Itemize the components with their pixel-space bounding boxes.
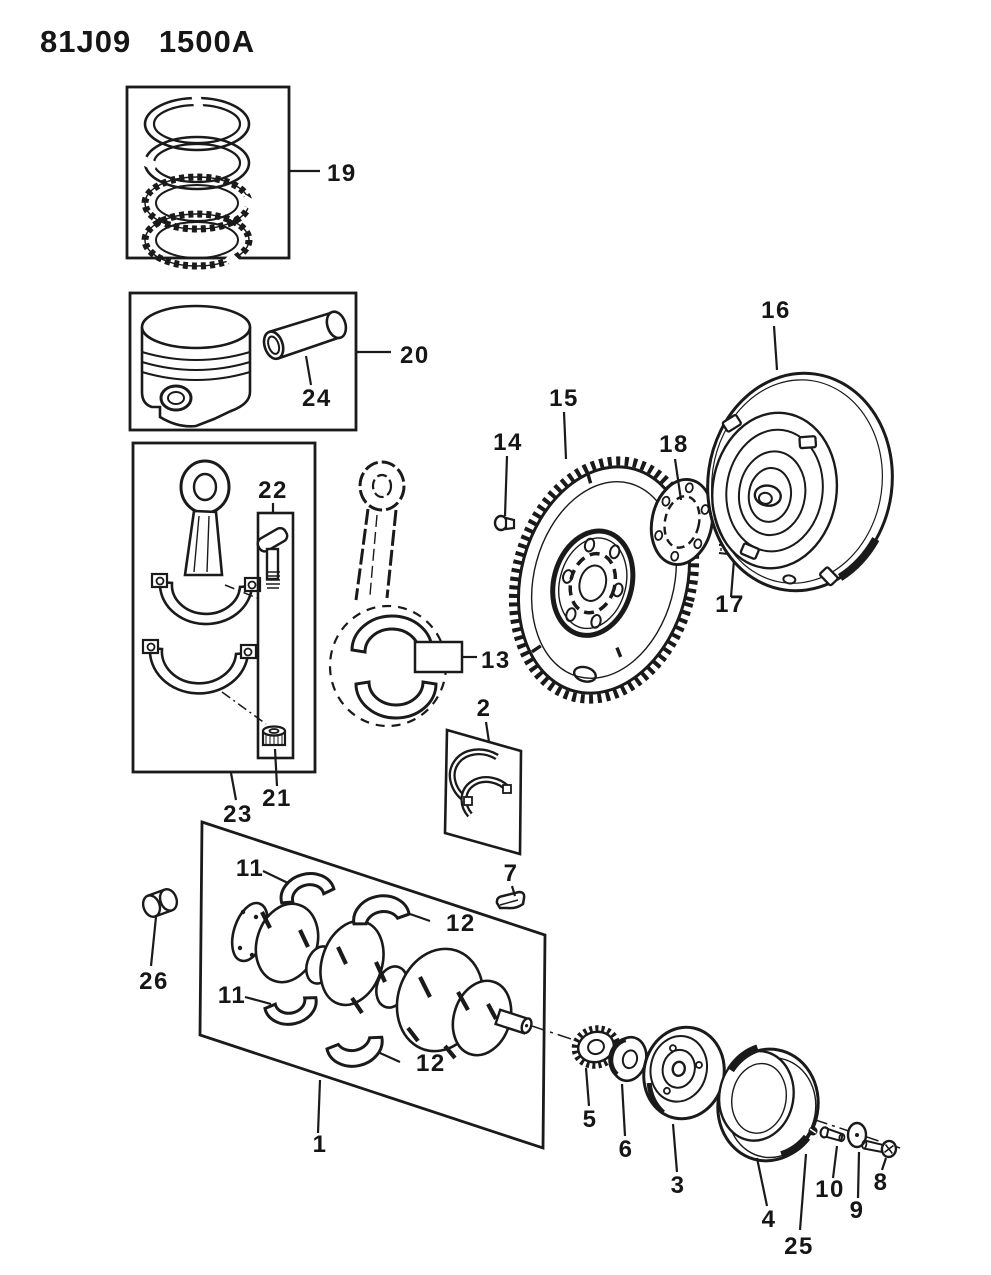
callout-26: 26 xyxy=(139,968,169,995)
callout-24: 24 xyxy=(302,385,332,412)
callout-20: 20 xyxy=(400,342,430,369)
connecting-rod-group xyxy=(131,441,317,774)
rod-bearing-group xyxy=(328,460,464,728)
damper-hub xyxy=(642,1025,726,1121)
callout-22: 22 xyxy=(258,477,288,504)
callout-8: 8 xyxy=(874,1169,889,1196)
callout-3: 3 xyxy=(671,1172,686,1199)
callout-21: 21 xyxy=(262,785,292,812)
wrist-pin xyxy=(262,310,348,361)
callout-9: 9 xyxy=(850,1197,865,1224)
rear-seal-group xyxy=(443,728,523,856)
torque-converter-group xyxy=(706,371,894,593)
piston-ring-set-group xyxy=(125,85,291,272)
callout-1: 1 xyxy=(313,1131,328,1158)
rod-nut xyxy=(261,725,287,747)
callout-12-upper: 12 xyxy=(446,910,476,937)
callout-25: 25 xyxy=(784,1233,814,1260)
callout-12-lower: 12 xyxy=(416,1050,446,1077)
callout-13: 13 xyxy=(481,647,511,674)
pulley-damper xyxy=(716,1044,820,1163)
callout-16: 16 xyxy=(761,297,791,324)
oil-slinger xyxy=(608,1035,648,1083)
callout-17: 17 xyxy=(715,591,745,618)
callout-6: 6 xyxy=(619,1136,634,1163)
callout-15: 15 xyxy=(549,385,579,412)
callout-10: 10 xyxy=(815,1176,845,1203)
callout-18: 18 xyxy=(659,431,689,458)
crankshaft-group xyxy=(198,820,547,1150)
callout-7: 7 xyxy=(504,860,519,887)
callout-2: 2 xyxy=(477,695,492,722)
drawing-number: 81J09 1500A xyxy=(40,24,255,59)
callout-5: 5 xyxy=(583,1106,598,1133)
damper-hardware xyxy=(808,1121,898,1159)
spacer-plate xyxy=(649,477,715,567)
callout-11-lower: 11 xyxy=(218,982,246,1009)
callout-23: 23 xyxy=(223,801,253,828)
woodruff-key xyxy=(495,890,526,910)
callout-4: 4 xyxy=(762,1206,777,1233)
callout-14: 14 xyxy=(493,429,523,456)
callout-19: 19 xyxy=(327,160,357,187)
piston-and-pin-group: 24 xyxy=(128,291,358,432)
pilot-bushing xyxy=(141,888,179,918)
callout-11-upper: 11 xyxy=(236,855,264,882)
flywheel-bolt xyxy=(493,514,516,532)
flywheel-group xyxy=(508,456,700,704)
crank-sprocket xyxy=(571,1025,621,1069)
